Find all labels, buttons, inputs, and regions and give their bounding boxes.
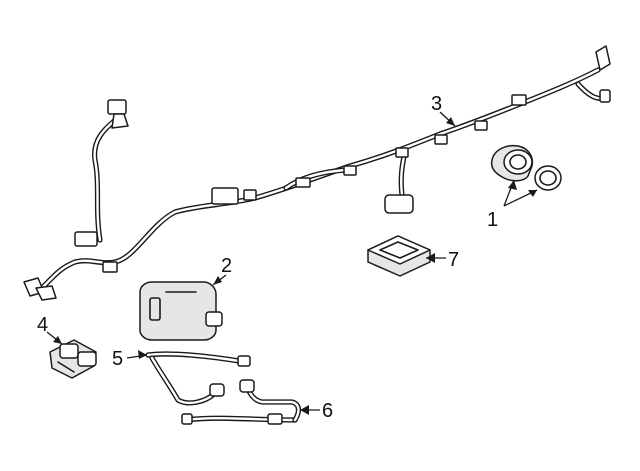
sensor-retaining-ring	[534, 165, 562, 191]
callout-leaders	[46, 111, 538, 415]
callout-2: 2	[221, 255, 232, 277]
callout-7: 7	[448, 249, 459, 271]
connector	[49, 339, 97, 379]
callout-5: 5	[112, 348, 123, 370]
callout-6: 6	[322, 400, 333, 422]
callout-1: 1	[487, 209, 498, 231]
jumper-harness-5	[145, 351, 251, 406]
sensor-bracket	[367, 235, 431, 277]
callout-4: 4	[37, 314, 48, 336]
callout-3: 3	[431, 93, 442, 115]
jumper-harness-6	[181, 379, 301, 425]
wiring-harness	[23, 45, 611, 301]
parking-sensor	[490, 144, 534, 182]
park-assist-module	[139, 281, 223, 341]
